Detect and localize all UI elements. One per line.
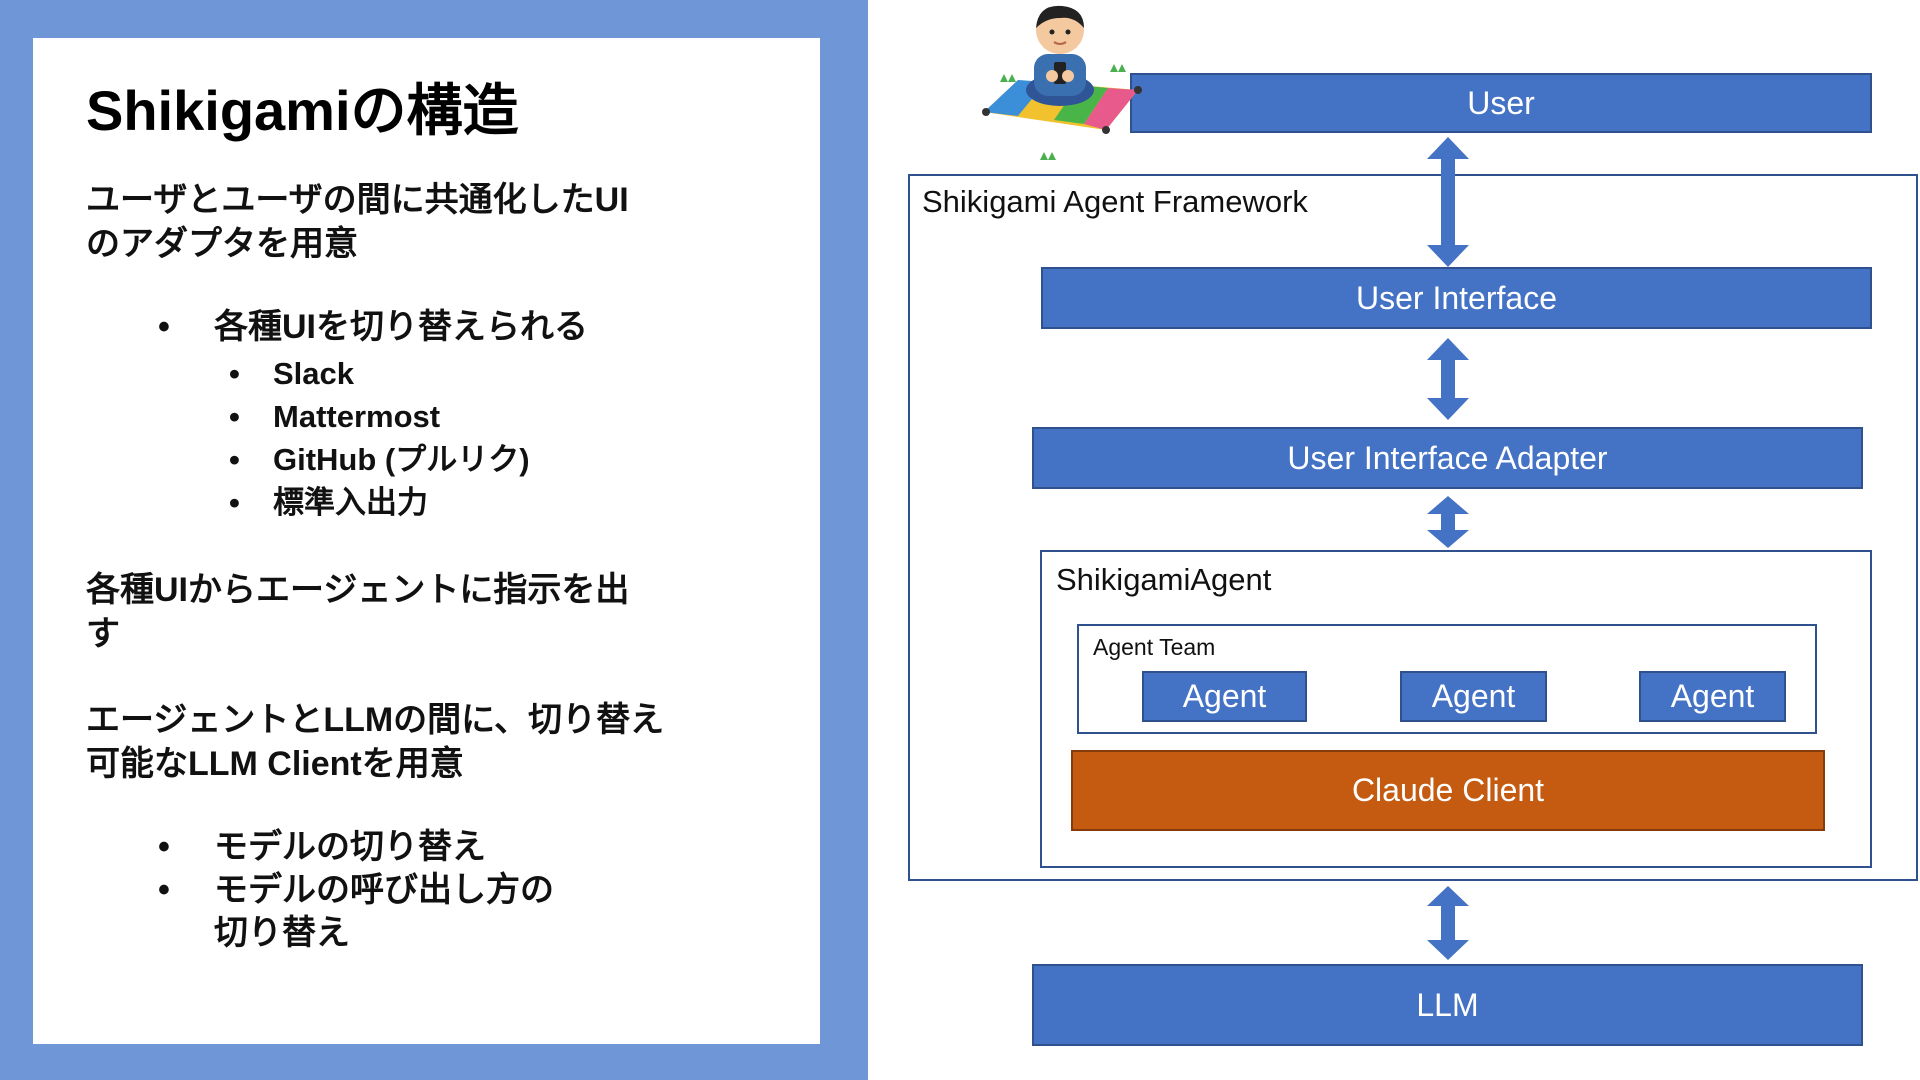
framework-label: Shikigami Agent Framework bbox=[922, 184, 1308, 219]
bullet-dot-icon: • bbox=[158, 308, 170, 346]
claude-client-label: Claude Client bbox=[1351, 772, 1545, 808]
sub-bullet-label: 標準入出力 bbox=[273, 485, 428, 520]
bullet-model-switch: • モデルの切り替え bbox=[158, 826, 486, 869]
person-with-phone-on-mat-icon bbox=[982, 5, 1142, 160]
sub-bullet-slack: • Slack bbox=[229, 352, 354, 395]
left-panel: Shikigamiの構造 ユーザとユーザの間に共通化したUI のアダプタを用意 … bbox=[0, 0, 868, 1080]
agent-label: Agent bbox=[1431, 678, 1516, 714]
slide-title: Shikigamiの構造 bbox=[86, 79, 519, 142]
agent-label: Agent bbox=[1670, 678, 1755, 714]
llm-box: LLM bbox=[1032, 964, 1863, 1046]
agent-box: Agent bbox=[1400, 671, 1547, 722]
paragraph-line: 各種UIからエージェントに指示を出 bbox=[86, 571, 630, 609]
double-arrow-framework-llm bbox=[1427, 886, 1469, 960]
bullet-dot-icon: • bbox=[229, 442, 240, 477]
agent-label: Agent bbox=[1182, 678, 1267, 714]
sub-bullet-label: GitHub (プルリク) bbox=[273, 442, 530, 477]
bullet-label: 各種UIを切り替えられる bbox=[214, 308, 588, 346]
paragraph-line: す bbox=[86, 615, 120, 653]
sub-bullet-github: • GitHub (プルリク) bbox=[229, 438, 530, 481]
paragraph-ui-adapter: ユーザとユーザの間に共通化したUI のアダプタを用意 bbox=[86, 178, 726, 266]
user-interface-label: User Interface bbox=[1356, 279, 1557, 316]
paragraph-line: 可能なLLM Clientを用意 bbox=[86, 745, 464, 783]
paragraph-line: ユーザとユーザの間に共通化したUI bbox=[86, 181, 629, 219]
bullet-dot-icon: • bbox=[158, 828, 170, 866]
bullet-dot-icon: • bbox=[229, 485, 240, 520]
agent-box: Agent bbox=[1639, 671, 1786, 722]
bullet-call-method-switch: • モデルの呼び出し方の 切り替え bbox=[158, 869, 554, 955]
bullet-dot-icon: • bbox=[229, 399, 240, 434]
agent-box: Agent bbox=[1142, 671, 1307, 722]
sub-bullet-label: Slack bbox=[273, 356, 355, 391]
sub-bullet-mattermost: • Mattermost bbox=[229, 395, 440, 438]
double-arrow-user-ui bbox=[1427, 137, 1469, 267]
double-arrow-adapter-agent bbox=[1427, 496, 1469, 548]
text-card: Shikigamiの構造 ユーザとユーザの間に共通化したUI のアダプタを用意 … bbox=[33, 38, 820, 1044]
user-interface-adapter-label: User Interface Adapter bbox=[1287, 439, 1608, 476]
paragraph-llm-client: エージェントとLLMの間に、切り替え 可能なLLM Clientを用意 bbox=[86, 698, 726, 786]
bullet-dot-icon: • bbox=[158, 871, 170, 909]
user-interface-adapter-box: User Interface Adapter bbox=[1032, 427, 1863, 489]
paragraph-line: エージェントとLLMの間に、切り替え bbox=[86, 701, 665, 739]
paragraph-instruct-agents: 各種UIからエージェントに指示を出 す bbox=[86, 568, 726, 656]
claude-client-box: Claude Client bbox=[1071, 750, 1825, 831]
agent-team-label: Agent Team bbox=[1093, 634, 1216, 660]
double-arrow-ui-adapter bbox=[1427, 338, 1469, 420]
bullet-dot-icon: • bbox=[229, 356, 240, 391]
user-box: User bbox=[1130, 73, 1872, 133]
llm-label: LLM bbox=[1416, 986, 1479, 1023]
user-interface-box: User Interface bbox=[1041, 267, 1872, 329]
sub-bullet-label: Mattermost bbox=[273, 399, 441, 434]
bullet-label: モデルの切り替え bbox=[214, 828, 486, 866]
user-label: User bbox=[1467, 84, 1535, 121]
sub-bullet-stdio: • 標準入出力 bbox=[229, 481, 428, 524]
bullet-label: モデルの呼び出し方の bbox=[214, 871, 554, 909]
paragraph-line: のアダプタを用意 bbox=[86, 225, 358, 263]
shikigami-agent-label: ShikigamiAgent bbox=[1056, 562, 1272, 597]
bullet-ui-switch: • 各種UIを切り替えられる bbox=[158, 306, 588, 349]
bullet-label-continued: 切り替え bbox=[214, 914, 350, 952]
